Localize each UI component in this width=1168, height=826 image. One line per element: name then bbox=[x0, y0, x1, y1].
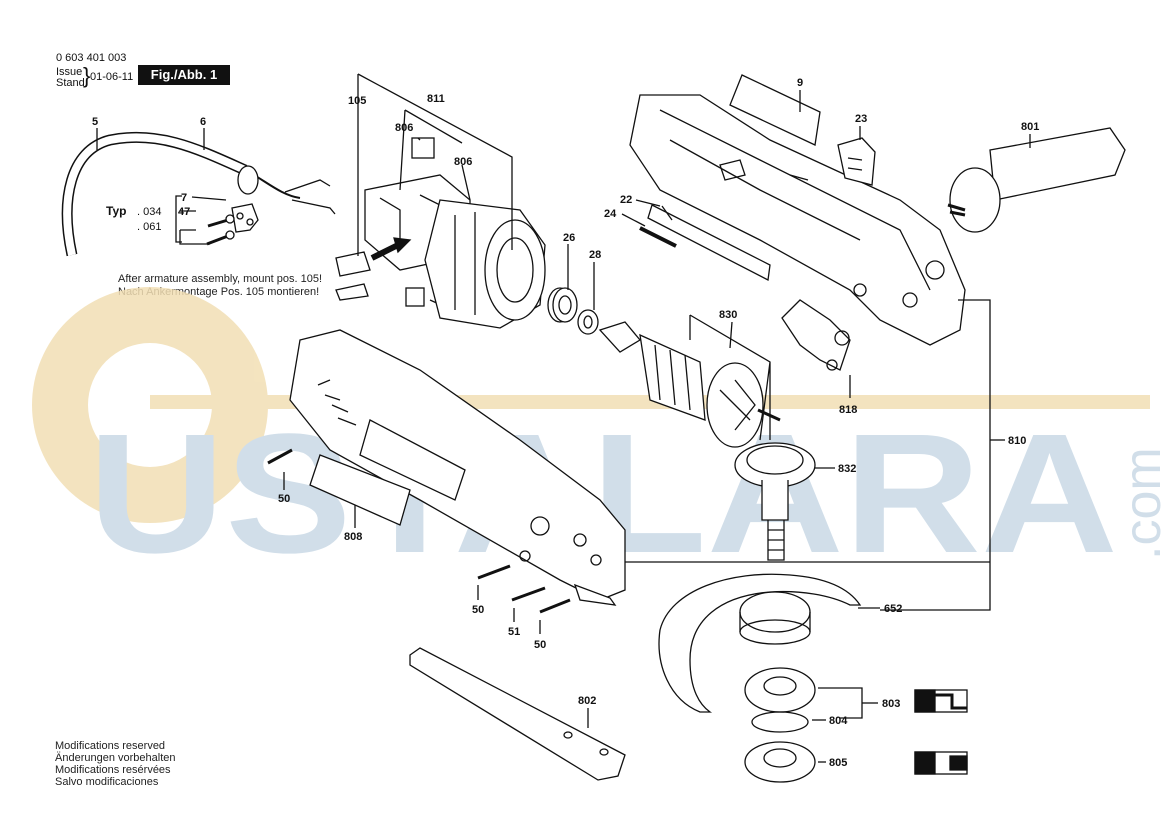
leader-803-bracket bbox=[818, 687, 863, 719]
o-ring bbox=[751, 711, 809, 733]
label-50-top: 50 bbox=[278, 493, 290, 505]
wheel-guard bbox=[658, 573, 862, 713]
label-47: 47 bbox=[178, 206, 190, 218]
issue-label: Issue bbox=[56, 66, 83, 78]
leader-830-frame bbox=[689, 314, 771, 441]
leader-830 bbox=[729, 321, 733, 349]
label-805: 805 bbox=[829, 757, 847, 769]
switch-spring bbox=[639, 226, 677, 248]
label-6: 6 bbox=[200, 116, 206, 128]
label-811: 811 bbox=[427, 93, 445, 105]
insertion-arrow bbox=[370, 241, 402, 261]
label-26: 26 bbox=[563, 232, 575, 244]
label-50-bottom: 50 bbox=[534, 639, 546, 651]
housing-screws bbox=[267, 448, 571, 614]
label-22: 22 bbox=[620, 194, 632, 206]
label-802: 802 bbox=[578, 695, 596, 707]
backing-flange bbox=[744, 667, 816, 713]
label-105: 105 bbox=[348, 95, 366, 107]
label-9: 9 bbox=[797, 77, 803, 89]
leader-22 bbox=[635, 199, 661, 207]
leader-811-frame bbox=[357, 73, 513, 250]
armature bbox=[598, 321, 781, 448]
section-icon-805 bbox=[914, 751, 968, 775]
insertion-arrowhead bbox=[393, 237, 412, 254]
figure-label: Fig./Abb. 1 bbox=[138, 65, 230, 85]
stand-label: Stand bbox=[56, 77, 85, 89]
section-icon-803 bbox=[914, 689, 968, 713]
brush-spring-clip bbox=[335, 251, 371, 301]
typ-leader bbox=[179, 210, 210, 245]
label-7: 7 bbox=[181, 192, 187, 204]
leader-810-bracket bbox=[880, 299, 991, 611]
label-806-bottom: 806 bbox=[454, 156, 472, 168]
label-24: 24 bbox=[604, 208, 617, 220]
bevel-gear bbox=[734, 442, 816, 561]
clamp-screws bbox=[206, 214, 235, 246]
bearing-28 bbox=[577, 309, 599, 335]
label-806-top: 806 bbox=[395, 122, 413, 134]
gear-housing bbox=[629, 94, 966, 346]
nameplate bbox=[729, 74, 821, 146]
label-808: 808 bbox=[344, 531, 362, 543]
bearing-26 bbox=[547, 287, 578, 323]
clamping-nut bbox=[744, 741, 816, 783]
switch-slider bbox=[647, 204, 771, 282]
label-803: 803 bbox=[882, 698, 900, 710]
stator-housing bbox=[424, 199, 546, 329]
label-28: 28 bbox=[589, 249, 601, 261]
label-832: 832 bbox=[838, 463, 856, 475]
label-51: 51 bbox=[508, 626, 520, 638]
leader-811 bbox=[399, 109, 463, 191]
label-652: 652 bbox=[884, 603, 902, 615]
typ-bracket bbox=[175, 195, 182, 243]
footer-line-4: Salvo modificaciones bbox=[55, 776, 159, 788]
brace-glyph: } bbox=[83, 63, 91, 88]
label-plate-808 bbox=[309, 454, 411, 526]
footer-line-1: Modifications reserved bbox=[55, 740, 166, 752]
footer-line-2: Änderungen vorbehalten bbox=[55, 752, 176, 764]
label-818: 818 bbox=[839, 404, 857, 416]
label-23: 23 bbox=[855, 113, 867, 125]
label-801: 801 bbox=[1021, 121, 1039, 133]
typ-label: Typ bbox=[106, 204, 126, 218]
label-50-mid: 50 bbox=[472, 604, 484, 616]
label-5: 5 bbox=[92, 116, 98, 128]
label-830: 830 bbox=[719, 309, 737, 321]
typ-variant-061: . 061 bbox=[137, 221, 161, 233]
spanner-wrench bbox=[409, 647, 626, 781]
leader-7 bbox=[191, 196, 227, 201]
switch-lever bbox=[781, 299, 851, 371]
label-804: 804 bbox=[829, 715, 848, 727]
side-handle bbox=[947, 127, 1126, 233]
part-number: 0 603 401 003 bbox=[56, 52, 127, 64]
watermark-suffix: .com bbox=[1114, 447, 1168, 560]
footer-line-3: Modifications resérvées bbox=[55, 764, 171, 776]
strain-relief-clamp bbox=[231, 203, 259, 233]
assembly-note-en: After armature assembly, mount pos. 105! bbox=[118, 273, 322, 285]
power-cable bbox=[61, 131, 336, 257]
spindle-lock-button bbox=[837, 137, 876, 186]
label-810: 810 bbox=[1008, 435, 1026, 447]
leader-806 bbox=[417, 137, 471, 201]
issue-date: 01-06-11 bbox=[90, 71, 134, 83]
motor-housing bbox=[289, 329, 626, 606]
typ-variant-034: . 034 bbox=[137, 206, 161, 218]
assembly-note-de-suffix: Pos. 105 montieren! bbox=[220, 286, 320, 298]
leader-24 bbox=[621, 213, 646, 227]
